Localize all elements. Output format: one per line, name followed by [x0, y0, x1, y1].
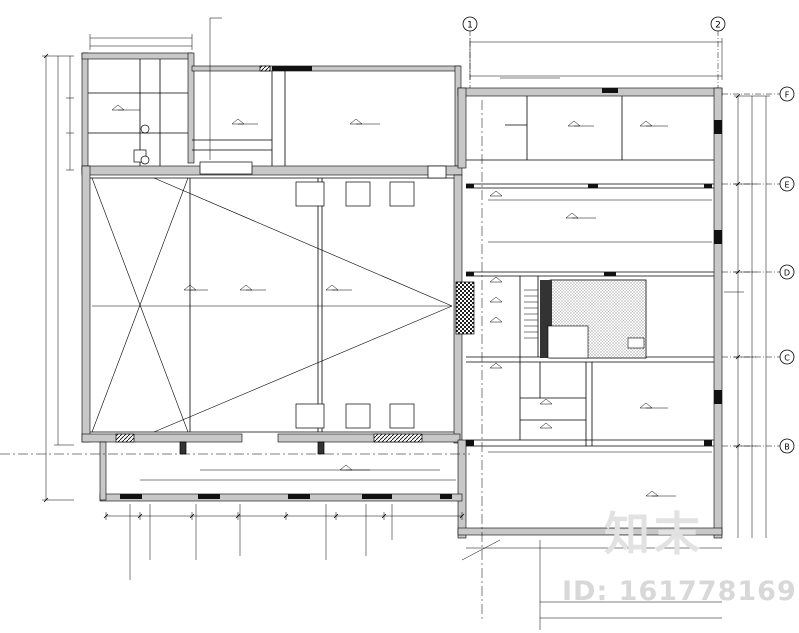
grid-column-label: 1	[467, 21, 473, 31]
windows	[120, 66, 722, 499]
grid-row-markers: F E D C B	[779, 86, 795, 454]
grid-row-label: E	[784, 181, 789, 190]
grid-column-label: 2	[715, 21, 721, 31]
level-markers	[111, 104, 676, 497]
void-markers	[91, 177, 453, 433]
grid-row-label: D	[784, 269, 790, 278]
grid-row-label: F	[785, 91, 790, 100]
grid-column-markers: 1 2	[462, 16, 726, 32]
grid-row-label: B	[784, 443, 790, 452]
grid-row-label: C	[784, 354, 790, 363]
fixtures	[115, 65, 475, 455]
dimension-lines	[0, 17, 780, 630]
dimension-ticks	[43, 53, 741, 519]
partitions	[88, 59, 714, 447]
stair-area	[524, 279, 647, 359]
